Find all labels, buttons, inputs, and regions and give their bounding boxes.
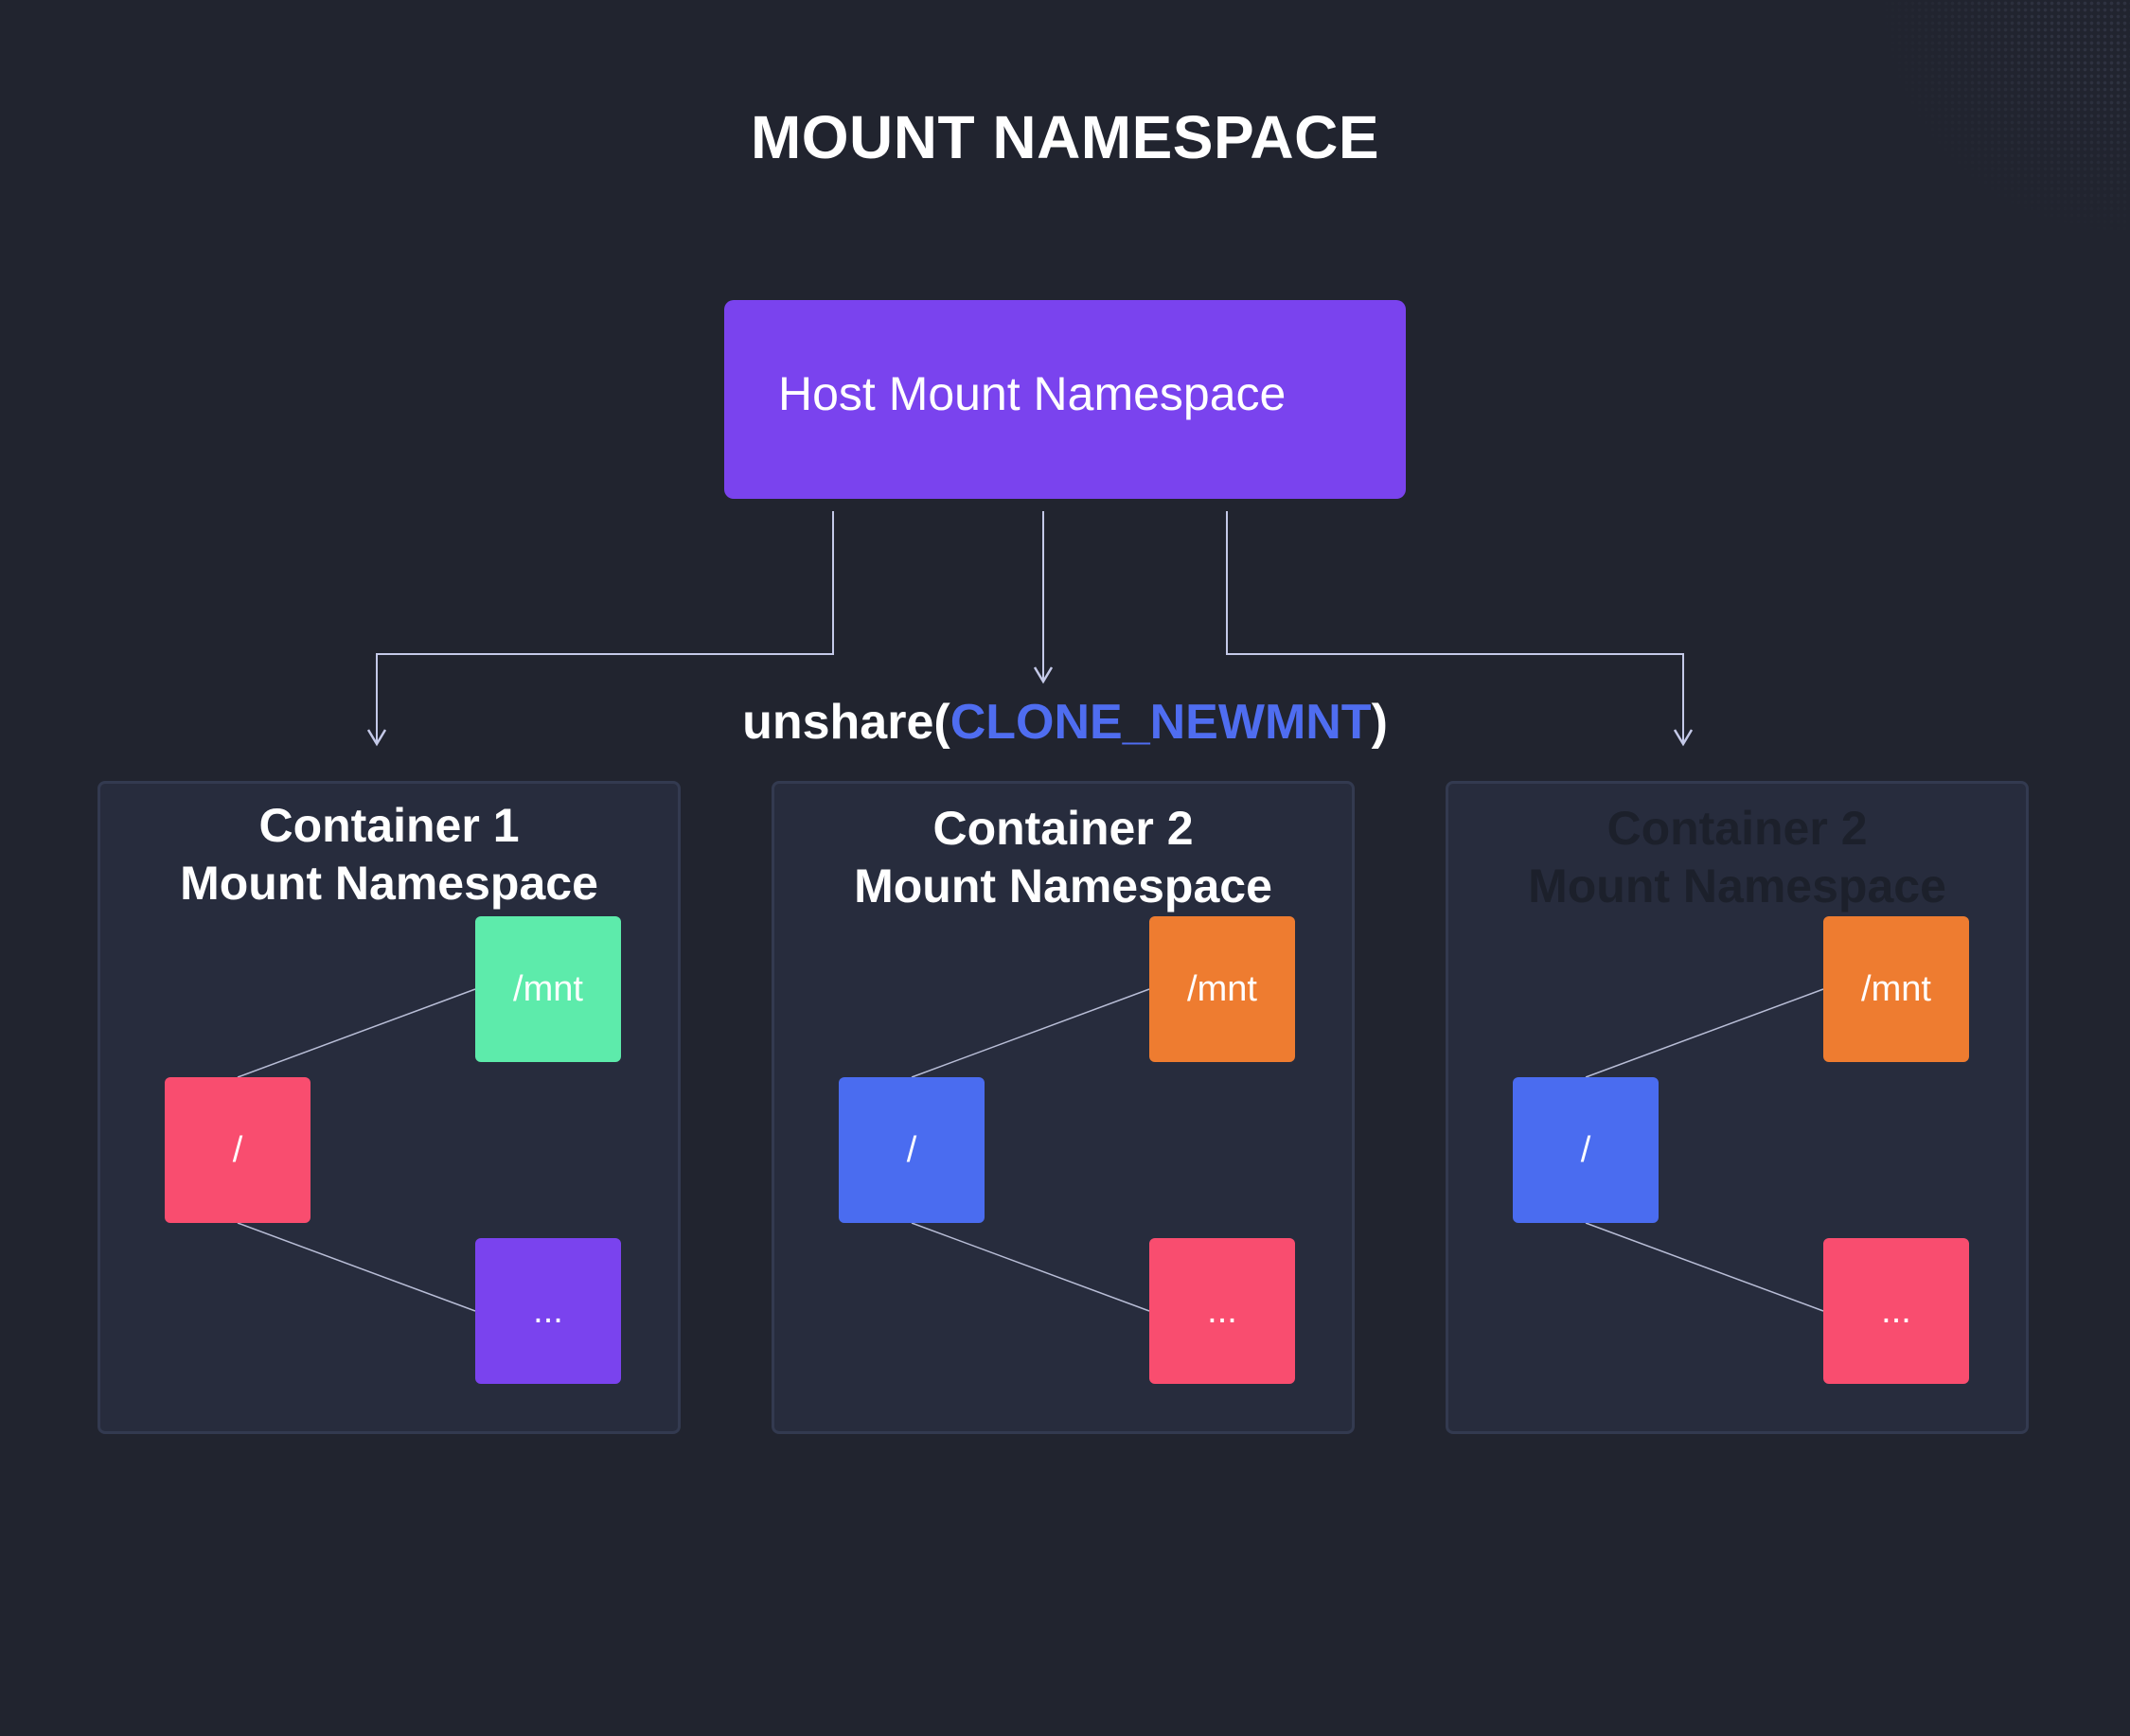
dot-pattern-decoration (1704, 0, 2130, 379)
tree-lines (237, 988, 476, 1312)
container-title: Container 1 Mount Namespace (100, 797, 678, 912)
more-dirs-node: ... (475, 1238, 621, 1384)
container-title: Container 2 Mount Namespace (774, 800, 1352, 915)
syscall-flag: CLONE_NEWMNT (950, 695, 1372, 750)
container-2-box: Container 2 Mount Namespace / /mnt ... (772, 781, 1355, 1434)
root-dir-node: / (165, 1077, 311, 1223)
unshare-syscall-label: unshare(CLONE_NEWMNT) (0, 694, 2130, 751)
root-dir-node: / (839, 1077, 985, 1223)
edge-root-more (1585, 1222, 1824, 1312)
arrow-head-container-3 (1673, 729, 1694, 747)
tree-lines (911, 988, 1150, 1312)
container-1-box: Container 1 Mount Namespace / /mnt ... (98, 781, 681, 1434)
edge-root-more (911, 1222, 1150, 1312)
edge-root-more (237, 1222, 476, 1312)
arrow-head-syscall (1033, 666, 1054, 684)
arrow-head-container-1 (366, 729, 387, 747)
container-3-box: Container 2 Mount Namespace / /mnt ... (1446, 781, 2029, 1434)
container-title-line2: Mount Namespace (180, 857, 598, 910)
arrow-to-container-1 (376, 511, 834, 744)
syscall-prefix: unshare( (742, 695, 950, 750)
container-title-line1: Container 2 (932, 802, 1194, 855)
host-namespace-box: Host Mount Namespace (724, 300, 1406, 499)
host-namespace-label: Host Mount Namespace (778, 367, 1287, 420)
mnt-dir-node: /mnt (475, 916, 621, 1062)
arrow-to-container-3 (1226, 511, 1684, 744)
root-dir-node: / (1513, 1077, 1659, 1223)
diagram-title: MOUNT NAMESPACE (750, 103, 1380, 171)
container-title: Container 2 Mount Namespace (1448, 800, 2026, 915)
syscall-suffix: ) (1371, 695, 1388, 750)
edge-root-mnt (237, 988, 476, 1078)
more-dirs-node: ... (1823, 1238, 1969, 1384)
more-dirs-node: ... (1149, 1238, 1295, 1384)
container-title-line1: Container 1 (258, 799, 520, 852)
tree-lines (1585, 988, 1824, 1312)
mnt-dir-node: /mnt (1823, 916, 1969, 1062)
edge-root-mnt (911, 988, 1150, 1078)
container-title-line2: Mount Namespace (1528, 859, 1946, 912)
mnt-dir-node: /mnt (1149, 916, 1295, 1062)
edge-root-mnt (1585, 988, 1824, 1078)
container-title-line1: Container 2 (1606, 802, 1868, 855)
container-title-line2: Mount Namespace (854, 859, 1272, 912)
